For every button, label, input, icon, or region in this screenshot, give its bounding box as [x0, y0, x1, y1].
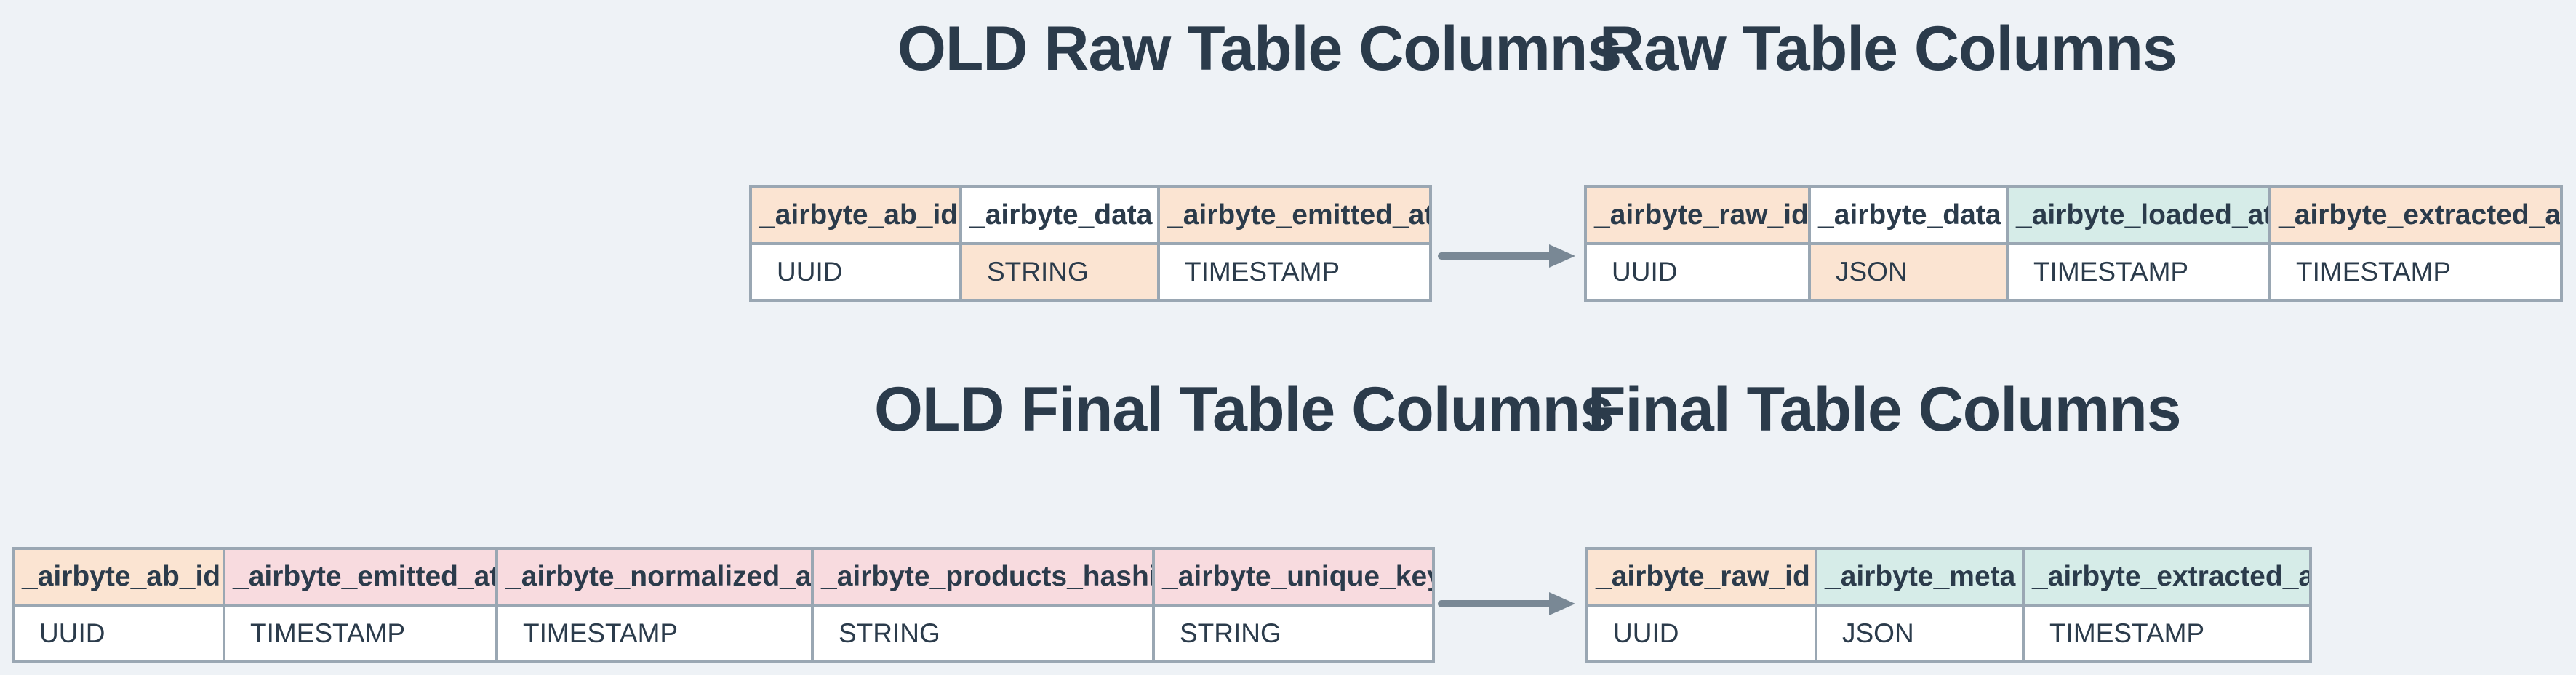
column-type-cell: TIMESTAMP: [2268, 242, 2563, 302]
final-table: _airbyte_raw_id _airbyte_meta _airbyte_e…: [1585, 547, 2312, 663]
table-row: UUID TIMESTAMP TIMESTAMP STRING STRING: [12, 604, 1435, 663]
raw-table-title: Raw Table Columns: [1599, 14, 2177, 84]
table-row: UUID JSON TIMESTAMP TIMESTAMP: [1584, 242, 2563, 302]
table-row: _airbyte_raw_id _airbyte_meta _airbyte_e…: [1585, 547, 2312, 607]
final-table-title: Final Table Columns: [1588, 375, 2182, 444]
column-header-cell: _airbyte_extracted_at: [2268, 185, 2563, 245]
old-final-table: _airbyte_ab_id _airbyte_emitted_at _airb…: [12, 547, 1435, 663]
table-row: _airbyte_raw_id _airbyte_data _airbyte_l…: [1584, 185, 2563, 245]
column-header-cell: _airbyte_emitted_at: [1157, 185, 1432, 245]
old-raw-table: _airbyte_ab_id _airbyte_data _airbyte_em…: [749, 185, 1432, 302]
table-row: _airbyte_ab_id _airbyte_emitted_at _airb…: [12, 547, 1435, 607]
column-type-cell: TIMESTAMP: [2022, 604, 2312, 663]
table-row: UUID JSON TIMESTAMP: [1585, 604, 2312, 663]
column-header-cell: _airbyte_products_hashid: [811, 547, 1155, 607]
column-header-cell: _airbyte_emitted_at: [223, 547, 498, 607]
column-type-cell: STRING: [959, 242, 1160, 302]
column-type-cell: TIMESTAMP: [223, 604, 498, 663]
column-type-cell: JSON: [1815, 604, 2025, 663]
column-header-cell: _airbyte_data: [1808, 185, 2009, 245]
column-header-cell: _airbyte_loaded_at: [2006, 185, 2271, 245]
column-header-cell: _airbyte_extracted_at: [2022, 547, 2312, 607]
column-type-cell: UUID: [1584, 242, 1811, 302]
column-header-cell: _airbyte_data: [959, 185, 1160, 245]
column-type-cell: JSON: [1808, 242, 2009, 302]
column-type-cell: STRING: [1152, 604, 1435, 663]
column-type-cell: UUID: [1585, 604, 1817, 663]
column-header-cell: _airbyte_normalized_at: [495, 547, 814, 607]
column-type-cell: TIMESTAMP: [1157, 242, 1432, 302]
column-header-cell: _airbyte_ab_id: [749, 185, 962, 245]
arrow-right-icon: [1438, 244, 1575, 268]
old-final-table-title: OLD Final Table Columns: [874, 375, 1615, 444]
old-raw-table-title: OLD Raw Table Columns: [897, 14, 1622, 84]
column-header-cell: _airbyte_raw_id: [1585, 547, 1817, 607]
column-header-cell: _airbyte_ab_id: [12, 547, 225, 607]
column-header-cell: _airbyte_raw_id: [1584, 185, 1811, 245]
table-row: UUID STRING TIMESTAMP: [749, 242, 1432, 302]
column-type-cell: UUID: [12, 604, 225, 663]
column-header-cell: _airbyte_meta: [1815, 547, 2025, 607]
arrow-right-icon: [1438, 592, 1575, 615]
column-type-cell: UUID: [749, 242, 962, 302]
column-type-cell: TIMESTAMP: [2006, 242, 2271, 302]
column-type-cell: TIMESTAMP: [495, 604, 814, 663]
table-row: _airbyte_ab_id _airbyte_data _airbyte_em…: [749, 185, 1432, 245]
column-type-cell: STRING: [811, 604, 1155, 663]
raw-table: _airbyte_raw_id _airbyte_data _airbyte_l…: [1584, 185, 2563, 302]
column-header-cell: _airbyte_unique_key: [1152, 547, 1435, 607]
